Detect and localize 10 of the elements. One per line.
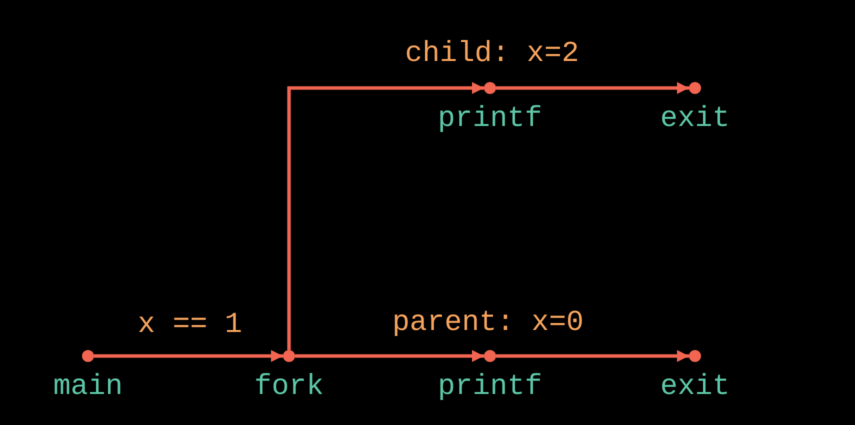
node-label: exit — [659, 102, 731, 136]
node-label: printf — [436, 370, 544, 404]
arrow — [94, 350, 283, 362]
node-label: printf — [436, 102, 544, 136]
node-label: main — [52, 370, 124, 404]
arrow — [496, 350, 689, 362]
arrow — [287, 82, 484, 350]
node-label: exit — [659, 370, 731, 404]
node-label: fork — [253, 370, 325, 404]
arrow — [295, 350, 484, 362]
